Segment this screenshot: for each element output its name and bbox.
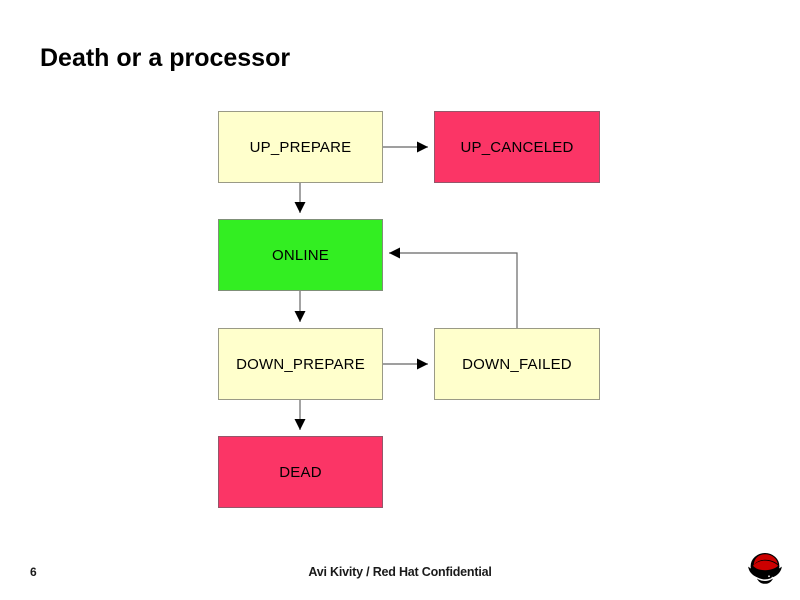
footer-confidentiality-text: Avi Kivity / Red Hat Confidential (308, 565, 492, 579)
state-node-label: ONLINE (271, 246, 330, 264)
state-node-label: DOWN_FAILED (462, 355, 572, 373)
diagram-arrowhead (389, 247, 400, 259)
diagram-arrowhead (417, 358, 428, 370)
state-node-label: UP_CANCELED (460, 138, 574, 156)
state-node-dead[interactable]: DEAD (218, 436, 383, 508)
diagram-edge (389, 252, 518, 328)
state-node-up-canceled[interactable]: UP_CANCELED (434, 111, 600, 183)
diagram-arrowhead (294, 419, 306, 430)
state-node-down-prepare[interactable]: DOWN_PREPARE (218, 328, 383, 400)
state-node-up-prepare[interactable]: UP_PREPARE (218, 111, 383, 183)
footer-page-number: 6 (30, 565, 37, 579)
state-node-label: UP_PREPARE (249, 138, 352, 156)
diagram-arrowhead (294, 311, 306, 322)
state-node-down-failed[interactable]: DOWN_FAILED (434, 328, 600, 400)
page-title: Death or a processor (40, 44, 291, 72)
red-hat-shadowman-icon (745, 549, 785, 587)
state-node-label: DEAD (279, 463, 322, 481)
diagram-arrowhead (417, 141, 428, 153)
diagram-arrowhead (294, 202, 306, 213)
state-node-label: DOWN_PREPARE (236, 355, 365, 373)
state-node-online[interactable]: ONLINE (218, 219, 383, 291)
